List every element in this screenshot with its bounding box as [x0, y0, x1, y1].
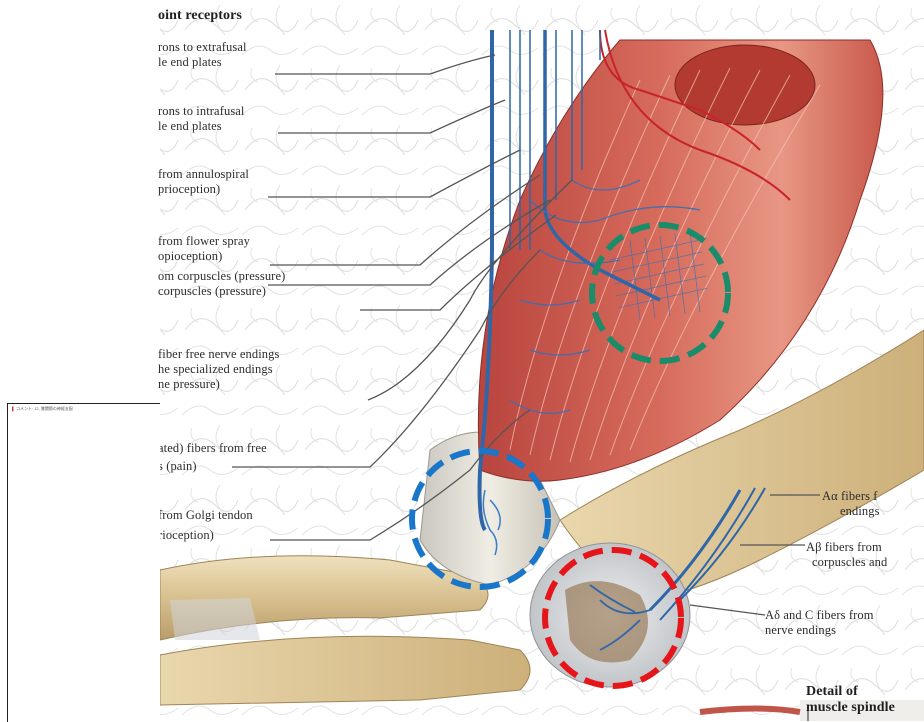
comment-note[interactable]: ▌ コメント: 12, 膝関節の神経支配 [12, 406, 73, 412]
document-panel: ▌ コメント: 12, 膝関節の神経支配 [7, 403, 160, 722]
interosseous-membrane [170, 598, 260, 640]
spindle-detail-fragment [700, 709, 800, 713]
comment-marker-icon: ▌ [12, 406, 15, 411]
muscle-cut-surface [675, 45, 815, 125]
label-joint-receptors: oint receptors [158, 8, 242, 23]
ulna-bone [160, 636, 530, 705]
